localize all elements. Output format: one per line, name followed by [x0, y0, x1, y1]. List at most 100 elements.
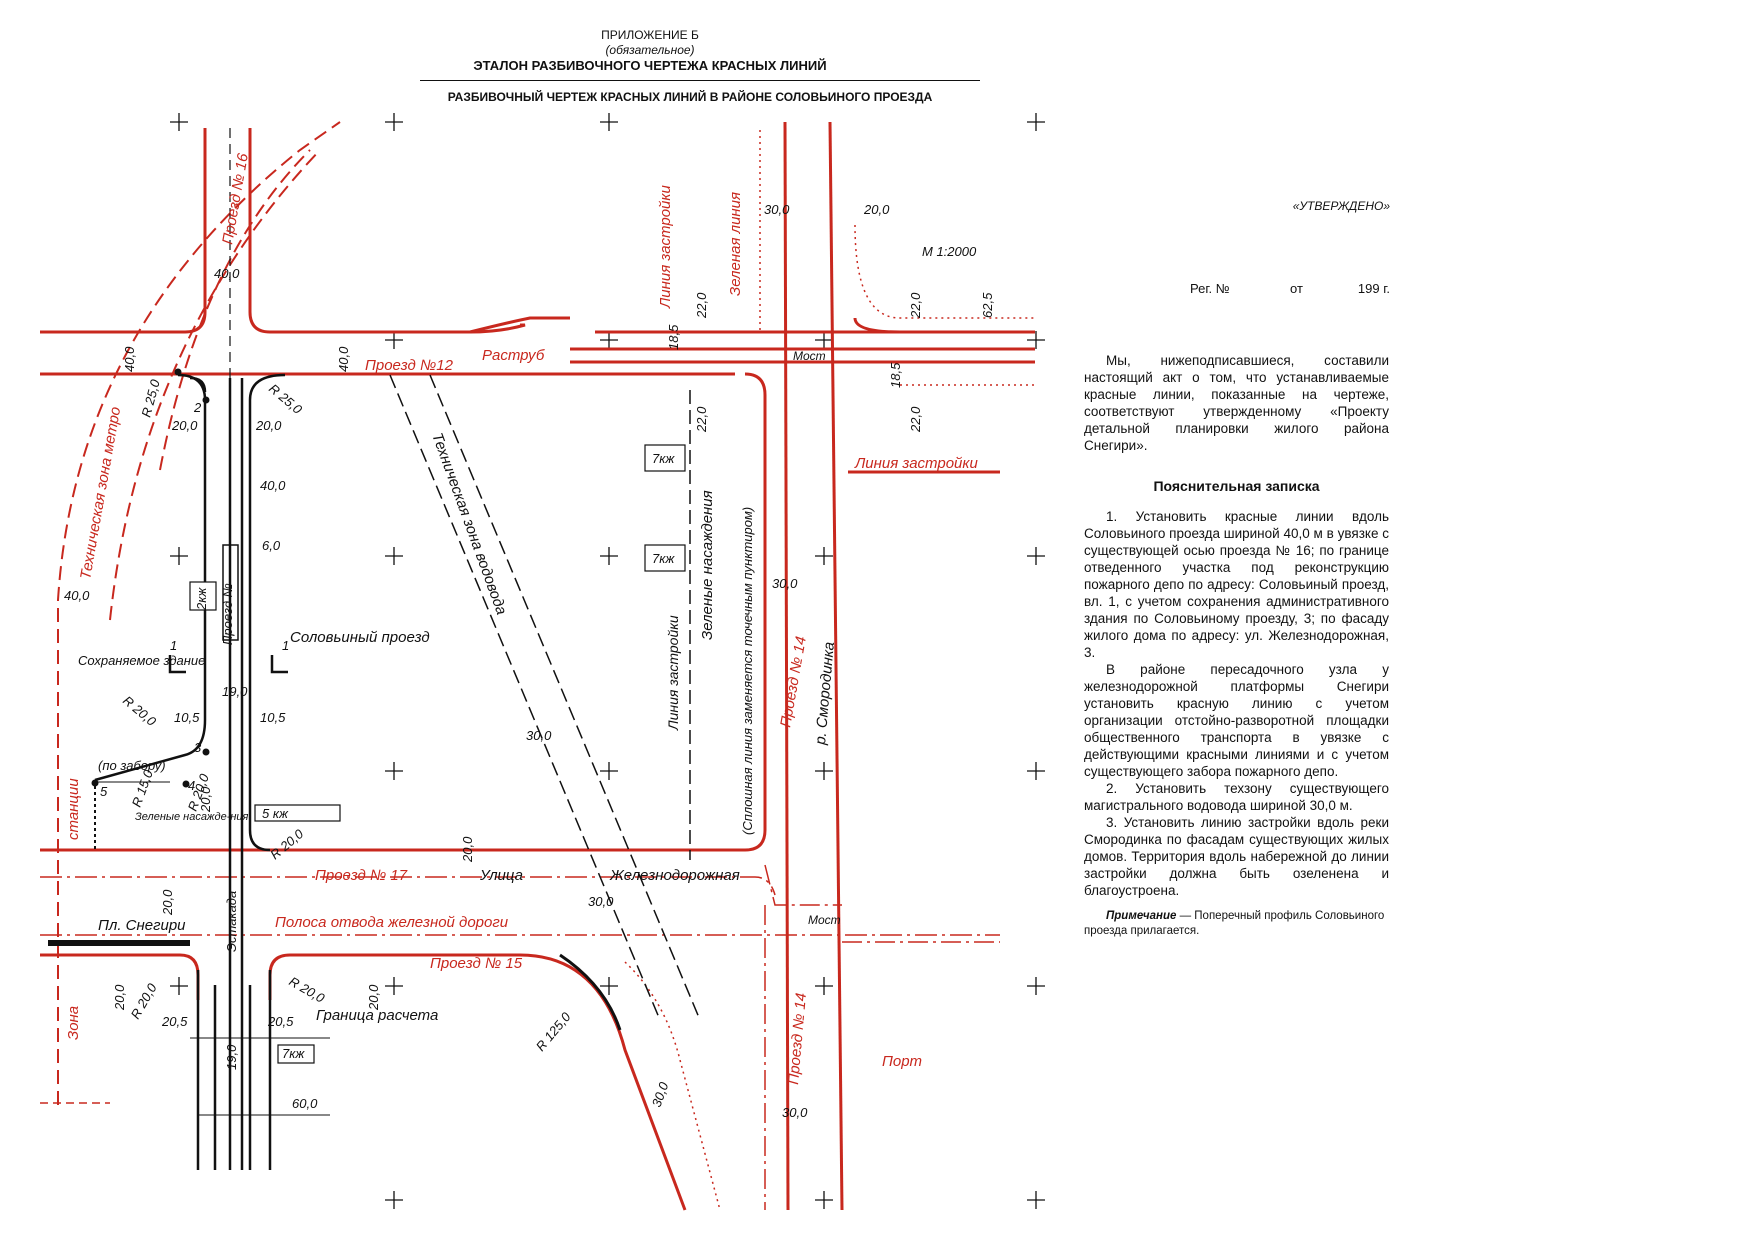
- remark-label: Примечание: [1106, 910, 1177, 922]
- dim-20-a: 20,0: [171, 418, 198, 433]
- dim-625: 62,5: [980, 292, 995, 318]
- label-zona: Зона: [65, 1006, 82, 1040]
- box-7kzh-3: 7кж: [652, 551, 675, 566]
- label-reka: р. Смородинка: [812, 641, 838, 746]
- dim-19: 19,0: [222, 684, 248, 699]
- label-port: Порт: [882, 1053, 922, 1070]
- statement-text: Мы, нижеподписавшиеся, составили настоящ…: [1084, 353, 1389, 453]
- note-2: 2. Установить техзону существующего маги…: [1084, 781, 1389, 813]
- dim-20-rail: 20,0: [160, 889, 175, 916]
- dim-30-b: 30,0: [772, 576, 798, 591]
- label-solovyiny: Соловьиный проезд: [290, 629, 430, 646]
- note-1b: В районе пересадочного узла у железнодор…: [1084, 662, 1389, 779]
- dim-40-left: 40,0: [122, 346, 137, 372]
- dim-r15: R 15,0: [129, 767, 156, 809]
- dim-30-f: 30,0: [782, 1105, 808, 1120]
- dim-6: 6,0: [262, 538, 281, 553]
- dim-r20-b: R 20,0: [267, 826, 307, 863]
- label-proezd-14: Проезд № 14: [777, 635, 810, 729]
- water-main-zone: [389, 374, 701, 1021]
- proezd-12: [40, 316, 1035, 376]
- from-label: от: [1290, 281, 1303, 296]
- label-sokhr: Сохраняемое здание: [78, 653, 205, 668]
- box-7kzh-4: 7кж: [652, 451, 675, 466]
- dim-105-a: 10,5: [174, 710, 200, 725]
- label-sploshnaya: (Сплошная линия заменяется точечным пунк…: [740, 507, 755, 835]
- label-ulitsa: Улица: [479, 867, 523, 884]
- num-4: 4: [188, 778, 195, 793]
- label-liniya-zastroiki-east: Линия застройки: [854, 455, 978, 472]
- railway-strip: [40, 876, 1000, 936]
- dim-20-c: 20,0: [863, 202, 890, 217]
- box-7kzh-south: 7кж: [282, 1046, 305, 1061]
- dim-r125: R 125,0: [533, 1009, 574, 1054]
- drawing-subtitle: РАЗБИВОЧНЫЙ ЧЕРТЕЖ КРАСНЫХ ЛИНИЙ В РАЙОН…: [447, 90, 933, 104]
- note-1: 1. Установить красные линии вдоль Соловь…: [1084, 509, 1389, 660]
- label-tech-zona-metro: Техническая зона метро: [77, 406, 124, 581]
- dim-205-b: 20,5: [267, 1014, 294, 1029]
- metro-tech-zone: [57, 121, 341, 1105]
- dim-105-b: 10,5: [260, 710, 286, 725]
- note-title: Пояснительная записка: [1153, 478, 1320, 494]
- dim-scale: М 1:2000: [922, 244, 977, 259]
- num-3: 3: [194, 740, 202, 755]
- label-zheleznodorozhnaya: Железнодорожная: [609, 867, 740, 884]
- label-granitsa: Граница расчета: [316, 1007, 438, 1024]
- dim-40-mid: 40,0: [260, 478, 286, 493]
- label-zelenaya-liniya: Зеленая линия: [727, 192, 744, 296]
- label-polosa: Полоса отвода железной дороги: [275, 914, 509, 931]
- label-po-zaboru: (по забору): [98, 758, 166, 773]
- title-rule: [420, 80, 980, 81]
- dim-30-e: 30,0: [649, 1079, 672, 1109]
- dim-30-d: 30,0: [588, 894, 614, 909]
- reg-label: Рег. №: [1190, 281, 1230, 296]
- label-estakada: Эстакада: [224, 891, 239, 952]
- proezd-15: [40, 953, 687, 1211]
- dim-22-a: 22,0: [694, 292, 709, 319]
- remark: Примечание — Поперечный профиль Соловьин…: [1084, 909, 1389, 939]
- dim-20-b: 20,0: [255, 418, 282, 433]
- label-zel-nas-small: Зеленые насажде-ния: [135, 811, 249, 823]
- dim-40-metro: 40,0: [64, 588, 90, 603]
- label-stantsii: станции: [65, 778, 82, 840]
- dim-185-b: 18,5: [888, 362, 903, 388]
- dim-22-c: 22,0: [908, 292, 923, 319]
- proezd-14: [40, 121, 844, 1211]
- num-1b: 1: [282, 638, 289, 653]
- appendix-label: ПРИЛОЖЕНИЕ Б: [601, 28, 699, 42]
- label-liniya-zastroiki: Линия застройки: [657, 185, 674, 309]
- remark-text: — Поперечный профиль Соловьиного проезда…: [1084, 910, 1385, 937]
- num-2: 2: [193, 400, 202, 415]
- label-rastrub: Раструб: [482, 347, 545, 364]
- label-liniya-zastroiki-inner: Линия застройки: [665, 615, 681, 731]
- label-zelenye-nasazhdeniya: Зеленые насаждения: [699, 490, 716, 640]
- approved-label: «УТВЕРЖДЕНО»: [1292, 199, 1390, 213]
- notes-block: 1. Установить красные линии вдоль Соловь…: [1084, 508, 1389, 939]
- label-proezd-15: Проезд № 15: [430, 955, 523, 972]
- dim-20-p17: 20,0: [460, 836, 475, 863]
- dim-r20-c: R 20,0: [128, 980, 161, 1021]
- label-most-south: Мост: [808, 913, 841, 927]
- label-pl-snegiri: Пл. Снегири: [98, 917, 186, 934]
- dim-19-b: 19,0: [224, 1044, 239, 1070]
- note-3: 3. Установить линию застройки вдоль реки…: [1084, 815, 1389, 898]
- dim-20-f: 20,0: [366, 984, 381, 1011]
- dim-r20-a: R 20,0: [120, 693, 160, 730]
- dim-22-b: 22,0: [694, 406, 709, 433]
- dim-r25-a: R 25,0: [138, 377, 163, 419]
- dim-r25-b: R 25,0: [266, 381, 306, 418]
- dim-40-p12: 40,0: [336, 346, 351, 372]
- dim-r20-d: R 20,0: [287, 974, 328, 1007]
- box-2kzh: 2кж: [194, 587, 209, 611]
- page-title: ЭТАЛОН РАЗБИВОЧНОГО ЧЕРТЕЖА КРАСНЫХ ЛИНИ…: [473, 58, 827, 73]
- dim-205-a: 20,5: [161, 1014, 188, 1029]
- label-tech-zona-vodovoda: Техническая зона водовода: [428, 431, 510, 618]
- dim-60: 60,0: [292, 1096, 318, 1111]
- box-5kzh: 5 кж: [262, 806, 289, 821]
- dim-20-e: 20,0: [112, 984, 127, 1011]
- dim-185-a: 18,5: [666, 324, 681, 350]
- num-1a: 1: [170, 638, 177, 653]
- dim-20-v: 20,0: [198, 786, 213, 813]
- dim-22-d: 22,0: [908, 406, 923, 433]
